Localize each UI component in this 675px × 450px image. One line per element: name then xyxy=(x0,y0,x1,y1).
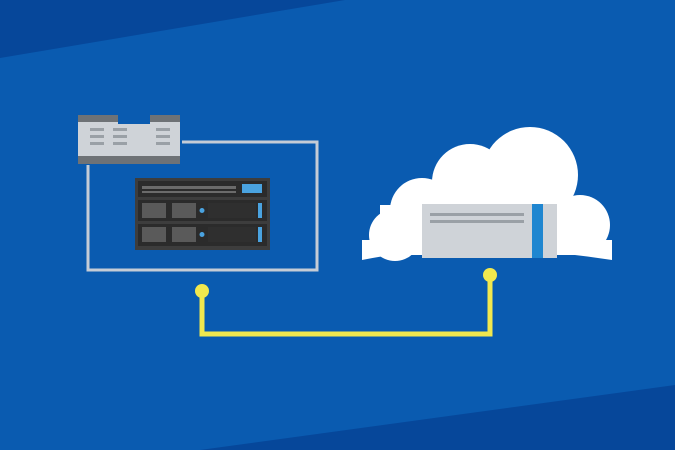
background-top-band xyxy=(0,0,345,58)
connector-endpoint-right xyxy=(483,268,497,282)
connector-link xyxy=(195,268,497,337)
background-bottom-band xyxy=(200,385,675,450)
rack-server-icon xyxy=(135,178,270,250)
cloud-server-icon xyxy=(422,204,557,258)
on-premises-frame xyxy=(86,140,319,272)
connector-endpoint-left xyxy=(195,284,209,298)
network-switch-icon xyxy=(78,115,180,164)
